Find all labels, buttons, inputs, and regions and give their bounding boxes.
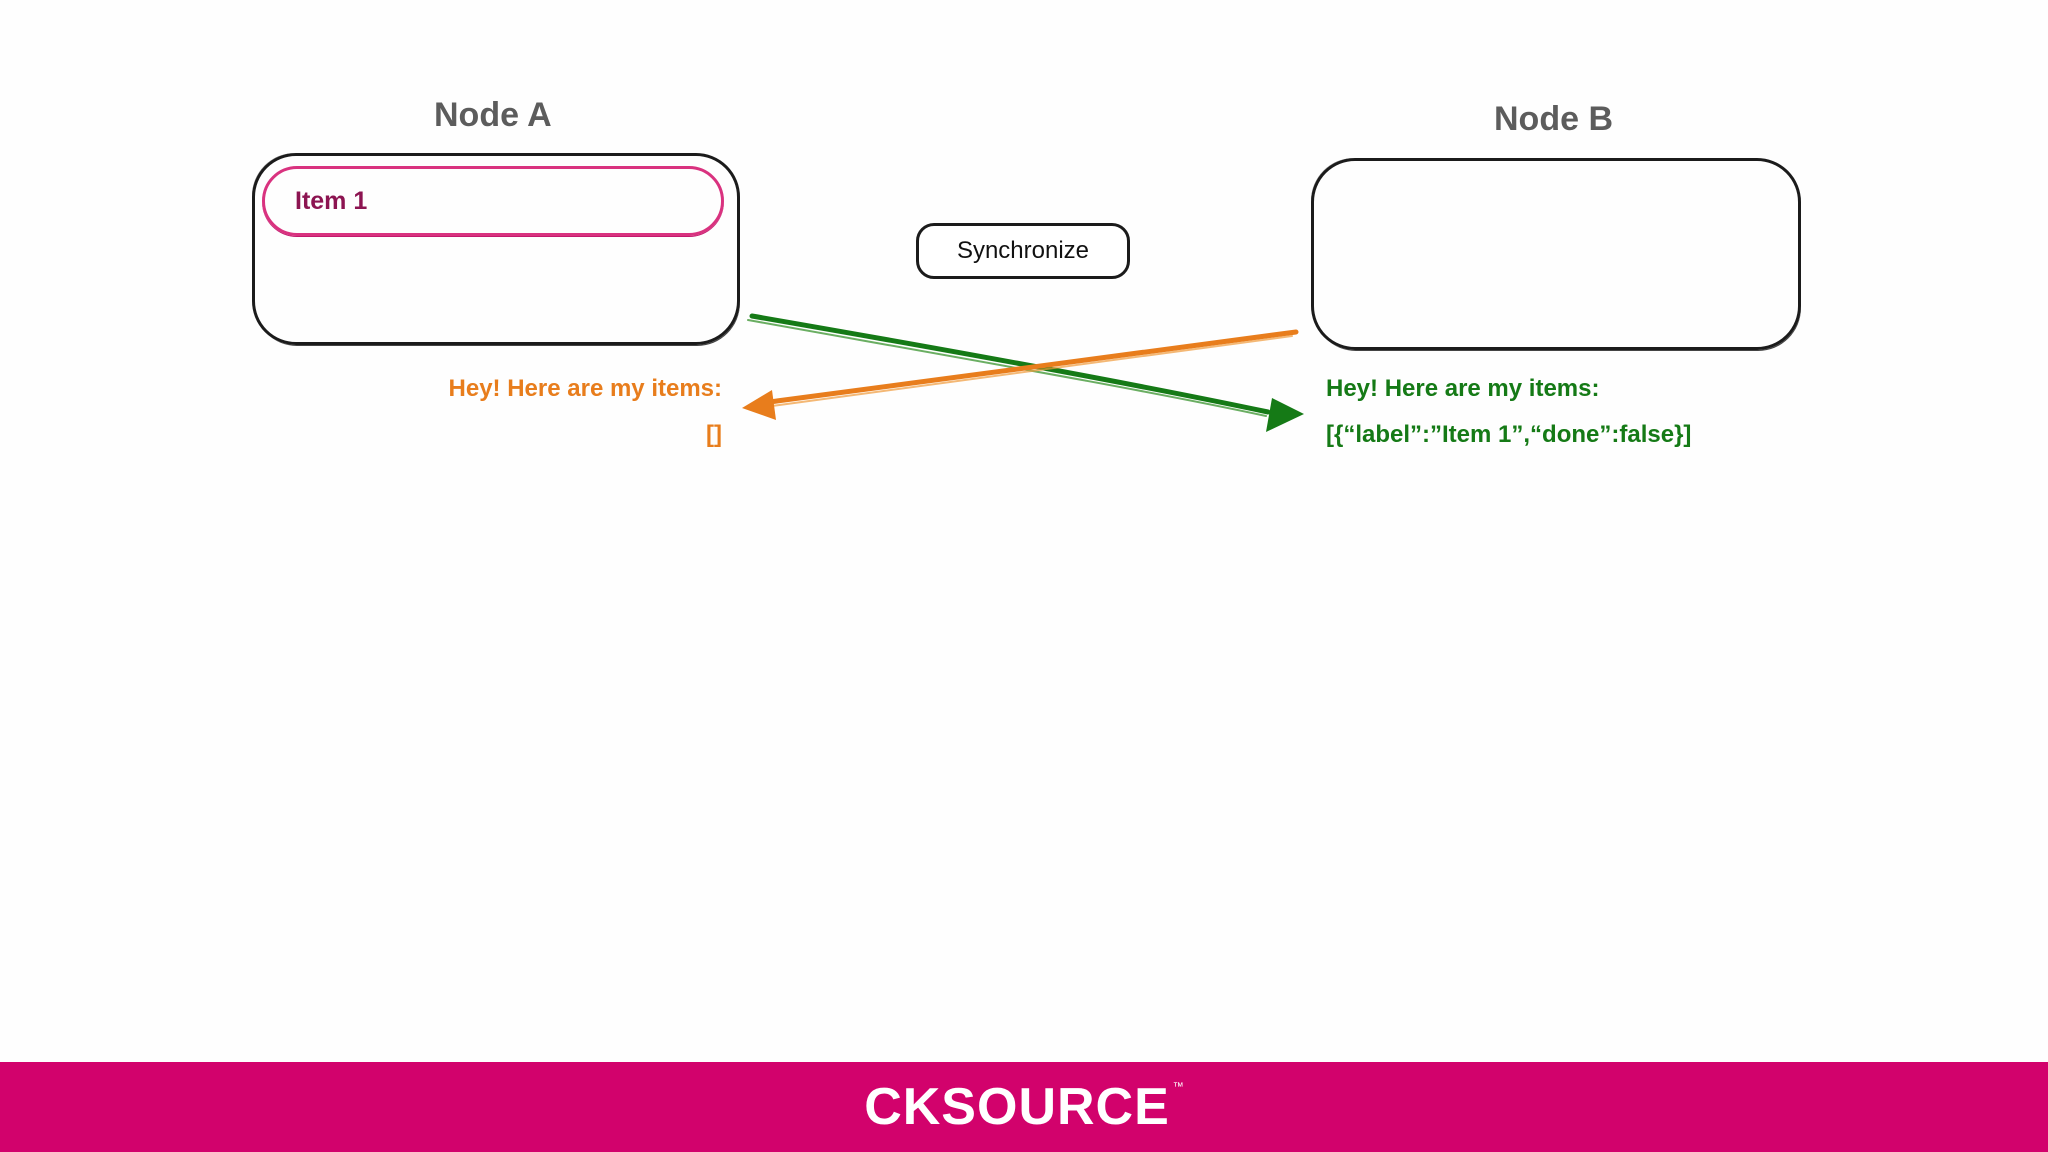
synchronize-button[interactable]: Synchronize — [916, 223, 1130, 279]
node-a-message-payload: [] — [706, 421, 722, 448]
node-a-item[interactable]: Item 1 — [262, 166, 724, 236]
arrow-a-to-b-head — [1266, 398, 1304, 432]
node-b-container — [1311, 158, 1801, 350]
cksource-logo: CKSOURCE ™ — [864, 1081, 1184, 1133]
node-b-message-heading: Hey! Here are my items: — [1326, 375, 1600, 402]
arrow-b-to-a — [742, 329, 1299, 420]
footer-bar: CKSOURCE ™ — [0, 1062, 2048, 1152]
logo-text: CKSOURCE — [864, 1078, 1170, 1136]
arrow-b-to-a-head — [742, 390, 776, 420]
node-b-title: Node B — [1494, 100, 1613, 138]
arrow-a-to-b — [747, 313, 1304, 432]
node-a-item-label: Item 1 — [295, 187, 368, 215]
synchronize-button-label: Synchronize — [956, 237, 1090, 264]
node-a-container — [252, 153, 740, 345]
node-a-title: Node A — [434, 96, 552, 134]
logo-trademark: ™ — [1172, 1081, 1184, 1093]
node-b-message-payload: [{“label”:”Item 1”,“done”:false}] — [1326, 421, 1692, 448]
node-a-message-heading: Hey! Here are my items: — [448, 375, 722, 402]
